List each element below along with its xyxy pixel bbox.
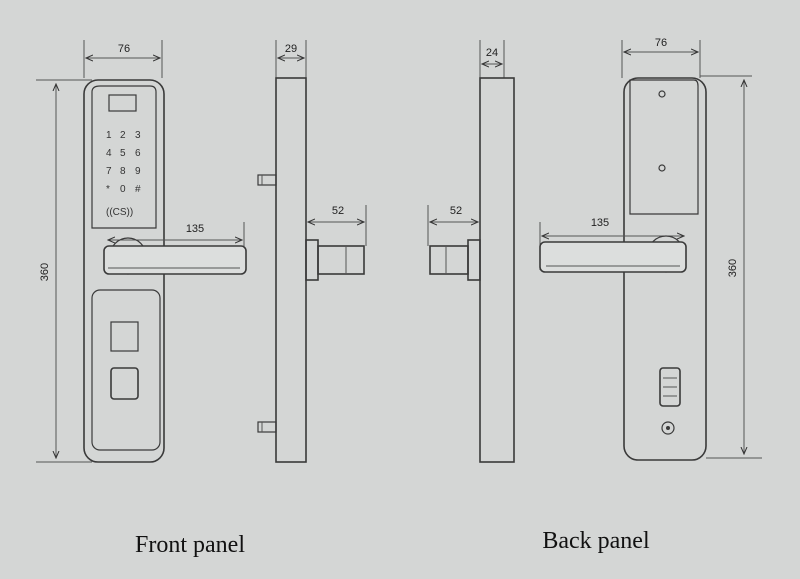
back-panel: 76 360 135 bbox=[539, 37, 762, 461]
back-side-plate bbox=[479, 77, 515, 463]
back-panel-caption: Back panel bbox=[542, 528, 650, 554]
front-spindle-dimension: 52 bbox=[332, 205, 344, 217]
front-side-plate bbox=[275, 77, 307, 463]
lower-screw bbox=[257, 421, 277, 433]
front-panel: 76 360 1 2 3 4 5 6 7 8 9 * 0 # ((CS)) bbox=[36, 40, 247, 463]
privacy-knob bbox=[661, 421, 675, 435]
back-side-view: 24 52 bbox=[427, 40, 515, 463]
display-window bbox=[108, 94, 137, 112]
back-width-dimension: 76 bbox=[655, 37, 667, 49]
front-thickness-dimension: 29 bbox=[285, 43, 297, 55]
front-handle bbox=[103, 245, 247, 275]
key-6: 6 bbox=[135, 148, 141, 159]
back-height-dimension: 360 bbox=[727, 259, 739, 277]
keypad-panel bbox=[91, 85, 157, 229]
back-handle-side bbox=[429, 245, 469, 275]
cover-screw-top bbox=[658, 90, 666, 98]
front-width-dimension: 76 bbox=[118, 43, 130, 55]
back-handle-base bbox=[467, 239, 481, 281]
front-height-dimension: 360 bbox=[39, 263, 51, 281]
key-hash: # bbox=[135, 184, 141, 195]
privacy-knob-center bbox=[666, 426, 670, 430]
key-4: 4 bbox=[106, 148, 112, 159]
back-handle-dimension: 135 bbox=[591, 217, 609, 229]
back-spindle-dimension: 52 bbox=[450, 205, 462, 217]
key-2: 2 bbox=[120, 130, 126, 141]
front-handle-dimension: 135 bbox=[186, 223, 204, 235]
front-handle-base bbox=[305, 239, 319, 281]
back-thickness-dimension: 24 bbox=[486, 47, 498, 59]
cover-screw-bottom bbox=[658, 164, 666, 172]
key-3: 3 bbox=[135, 130, 141, 141]
key-7: 7 bbox=[106, 166, 112, 177]
fingerprint-button bbox=[110, 367, 139, 400]
lower-panel bbox=[91, 289, 161, 451]
thumb-turn bbox=[659, 367, 681, 407]
key-8: 8 bbox=[120, 166, 126, 177]
front-panel-caption: Front panel bbox=[135, 532, 245, 558]
key-5: 5 bbox=[120, 148, 126, 159]
key-0: 0 bbox=[120, 184, 126, 195]
front-handle-side bbox=[317, 245, 365, 275]
battery-cover bbox=[629, 79, 699, 215]
key-star: * bbox=[106, 184, 110, 195]
keypad: 1 2 3 4 5 6 7 8 9 * 0 # bbox=[106, 130, 141, 195]
key-cylinder-cover bbox=[110, 321, 139, 352]
key-9: 9 bbox=[135, 166, 141, 177]
card-reader-mark: ((CS)) bbox=[106, 207, 133, 218]
key-1: 1 bbox=[106, 130, 112, 141]
back-handle bbox=[539, 241, 687, 273]
upper-screw bbox=[257, 174, 277, 186]
front-side-view: 29 52 bbox=[257, 40, 367, 463]
